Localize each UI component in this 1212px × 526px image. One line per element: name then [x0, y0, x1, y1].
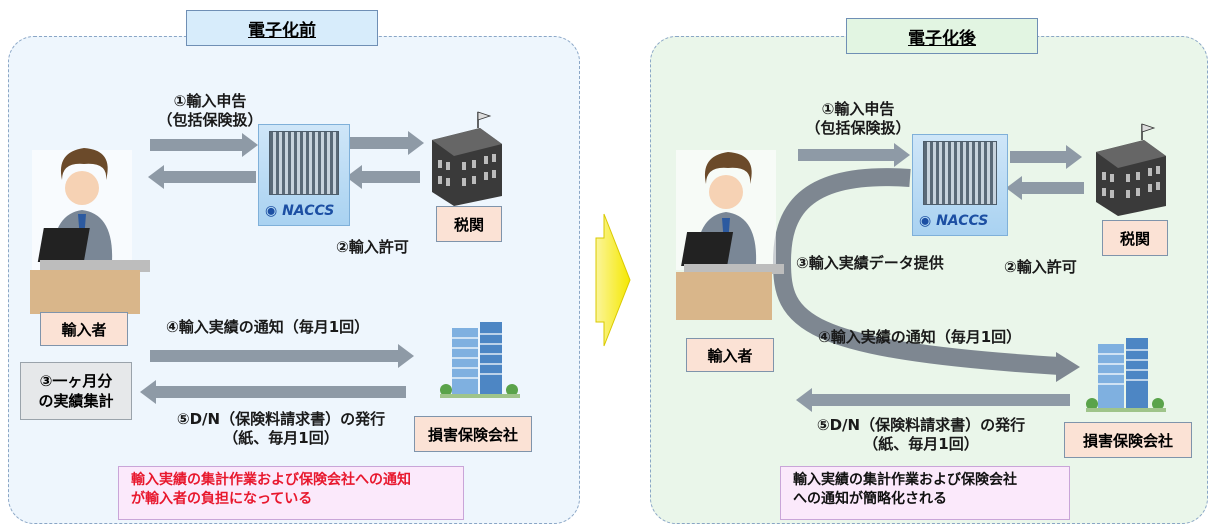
person-at-laptop-icon: [30, 148, 150, 314]
note-after: 輸入実績の集計作業および保険会社 への通知が簡略化される: [780, 466, 1070, 520]
importer-box-after: 輸入者: [686, 338, 774, 372]
importer-label: 輸入者: [61, 320, 107, 339]
arrow-declare-after: [798, 143, 910, 167]
dn-line2: （紙、毎月1回）: [863, 435, 979, 453]
naccs-logo: ◉ NACCS: [265, 203, 335, 219]
after-tab-label: 電子化後: [908, 28, 976, 49]
building-icon: [1096, 123, 1166, 216]
declare-label-before: ①輸入申告 （包括保険扱）: [150, 92, 270, 130]
notify-label-after: ④輸入実績の通知（毎月1回）: [818, 328, 1022, 346]
customs-box-before: 税関: [436, 206, 502, 242]
declare-label-after: ①輸入申告 （包括保険扱）: [798, 100, 918, 138]
customs-label: 税関: [1119, 229, 1150, 248]
naccs-box-before: ◉ NACCS: [258, 124, 350, 226]
arrow-dn-before: [140, 380, 406, 404]
naccs-box-after: ◉ NACCS: [912, 134, 1008, 236]
notify-label-before: ④輸入実績の通知（毎月1回）: [166, 318, 370, 336]
insurer-label: 損害保険会社: [1082, 431, 1173, 450]
note-before: 輸入実績の集計作業および保険会社への通知 が輸入者の負担になっている: [118, 466, 464, 520]
monthly-line2: の実績集計: [38, 392, 114, 410]
note-line2: への通知が簡略化される: [793, 491, 947, 507]
naccs-label: NACCS: [936, 213, 989, 229]
data-provide-label: ③輸入実績データ提供: [796, 254, 944, 272]
insurer-label: 損害保険会社: [427, 425, 518, 444]
before-tab-label: 電子化前: [248, 20, 316, 41]
note-line1: 輸入実績の集計作業および保険会社への通知: [131, 472, 411, 488]
server-icon: [269, 131, 339, 195]
declare-line2: （包括保険扱）: [805, 119, 911, 137]
arrow-customs-to-naccs-after: [1006, 176, 1084, 200]
dn-label-after: ⑤D/N（保険料請求書）の発行 （紙、毎月1回）: [796, 416, 1046, 454]
permit-label-after: ②輸入許可: [1004, 258, 1077, 276]
arrow-notify-before: [150, 344, 414, 368]
declare-line2: （包括保険扱）: [157, 111, 263, 129]
customs-box-after: 税関: [1102, 220, 1168, 256]
before-tab: 電子化前: [186, 10, 378, 46]
insurer-box-before: 損害保険会社: [414, 416, 532, 452]
dn-line1: ⑤D/N（保険料請求書）の発行: [176, 410, 386, 428]
after-tab: 電子化後: [846, 18, 1038, 54]
insurer-box-after: 損害保険会社: [1064, 422, 1192, 458]
naccs-label: NACCS: [282, 203, 335, 219]
note-line2: が輸入者の負担になっている: [131, 491, 313, 507]
declare-line1: ①輸入申告: [173, 92, 247, 110]
transition-arrow: [595, 213, 631, 347]
arrow-return-before: [148, 165, 256, 189]
dn-label-before: ⑤D/N（保険料請求書）の発行 （紙、毎月1回）: [156, 410, 406, 448]
dn-line2: （紙、毎月1回）: [223, 429, 339, 447]
dn-line1: ⑤D/N（保険料請求書）の発行: [816, 416, 1026, 434]
office-tower-icon: [440, 322, 520, 398]
naccs-logo: ◉ NACCS: [919, 213, 989, 229]
arrow-customs-to-naccs-before: [346, 165, 420, 189]
office-tower-icon: [1086, 338, 1166, 412]
building-icon: [432, 111, 502, 206]
permit-label-before: ②輸入許可: [336, 238, 409, 256]
monthly-line1: ③一ヶ月分: [39, 372, 113, 390]
arrow-dn-after: [796, 388, 1070, 412]
server-icon: [923, 141, 997, 205]
monthly-aggregate-box: ③一ヶ月分の実績集計: [20, 362, 132, 420]
importer-label: 輸入者: [707, 346, 753, 365]
person-at-laptop-icon: [676, 150, 784, 320]
customs-label: 税関: [453, 215, 484, 234]
arrow-declare-before: [150, 133, 258, 157]
importer-box-before: 輸入者: [40, 312, 128, 346]
arrow-naccs-to-customs-after: [1010, 145, 1082, 169]
declare-line1: ①輸入申告: [821, 100, 895, 118]
note-line1: 輸入実績の集計作業および保険会社: [793, 472, 1017, 488]
arrow-naccs-to-customs-before: [348, 131, 424, 155]
